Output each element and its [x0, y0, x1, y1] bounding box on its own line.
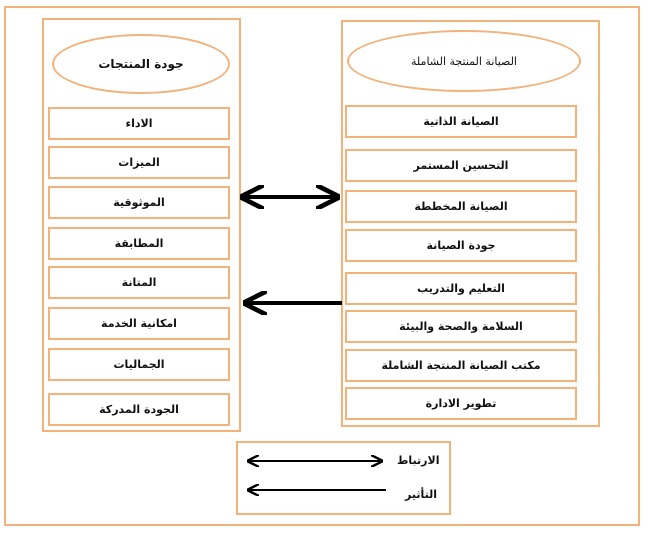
left-item-perceived-quality: الجودة المدركة: [48, 393, 230, 426]
left-item-performance: الاداء: [48, 107, 230, 140]
left-item-reliability: الموثوقية: [48, 186, 230, 219]
left-item-label: الجودة المدركة: [99, 403, 179, 416]
left-item-label: المطابقة: [114, 237, 164, 250]
left-item-label: الموثوقية: [113, 196, 165, 209]
left-item-serviceability: امكانية الخدمة: [48, 307, 230, 340]
product-quality-title-text: جودة المنتجات: [98, 57, 184, 71]
left-item-label: الميزات: [118, 156, 160, 169]
right-item-label: جودة الصيانة: [426, 239, 496, 252]
tpm-title: الصيانة المنتجة الشاملة: [347, 30, 581, 92]
right-item-label: التعليم والتدريب: [417, 282, 505, 295]
right-item-label: السلامة والصحة والبيئة: [399, 320, 523, 333]
left-item-label: امكانية الخدمة: [101, 317, 177, 330]
legend-influence-label: التأثير: [405, 488, 437, 501]
right-item-management-development: تطوير الادارة: [345, 387, 577, 420]
tpm-column: [341, 20, 600, 427]
left-item-label: الاداء: [125, 117, 153, 130]
left-item-durability: المتانة: [48, 266, 230, 299]
right-item-autonomous-maintenance: الصيانة الذاتية: [345, 105, 577, 138]
outer-frame: [4, 6, 640, 526]
right-item-label: مكتب الصيانة المنتجة الشاملة: [381, 359, 541, 372]
right-item-quality-maintenance: جودة الصيانة: [345, 229, 577, 262]
right-item-label: الصيانة المخططة: [414, 200, 508, 213]
right-item-label: التحسين المستمر: [413, 159, 509, 172]
right-item-label: الصيانة الذاتية: [423, 115, 499, 128]
product-quality-title: جودة المنتجات: [52, 34, 230, 94]
right-item-continuous-improvement: التحسين المستمر: [345, 149, 577, 182]
left-item-label: المتانة: [121, 276, 157, 289]
right-item-tpm-office: مكتب الصيانة المنتجة الشاملة: [345, 349, 577, 382]
right-item-safety-health-environment: السلامة والصحة والبيئة: [345, 310, 577, 343]
product-quality-column: [42, 18, 241, 432]
left-item-aesthetics: الجماليات: [48, 348, 230, 381]
left-item-conformance: المطابقة: [48, 227, 230, 260]
right-item-label: تطوير الادارة: [425, 397, 497, 410]
tpm-title-text: الصيانة المنتجة الشاملة: [411, 54, 517, 68]
left-item-label: الجماليات: [113, 358, 165, 371]
right-item-planned-maintenance: الصيانة المخططة: [345, 190, 577, 223]
left-item-features: الميزات: [48, 146, 230, 179]
legend: [236, 441, 451, 515]
legend-correlation-label: الارتباط: [397, 454, 440, 467]
right-item-education-training: التعليم والتدريب: [345, 272, 577, 305]
